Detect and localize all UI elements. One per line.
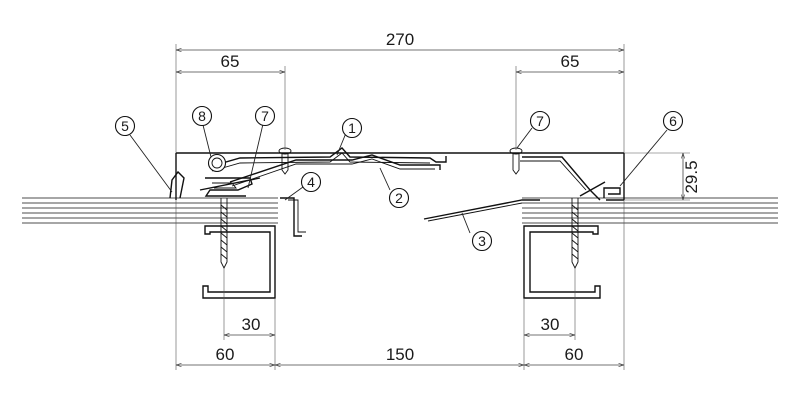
cover-plate-part-1 — [211, 147, 447, 172]
right-edge-clip — [603, 187, 624, 201]
left-anchor-bolt — [220, 198, 228, 270]
svg-text:5: 5 — [121, 118, 129, 134]
right-anchor-bolt — [571, 198, 579, 270]
svg-text:7: 7 — [261, 108, 269, 124]
callout-5: 5 — [114, 115, 136, 137]
callout-6: 6 — [662, 110, 684, 132]
callout-4: 4 — [300, 171, 322, 193]
right-bracket-offset-label: 30 — [541, 315, 560, 334]
svg-text:8: 8 — [198, 108, 206, 124]
right-support-label: 60 — [565, 345, 584, 364]
right-cover-width-label: 65 — [561, 52, 580, 71]
svg-text:2: 2 — [395, 190, 403, 206]
right-slide-plate — [520, 156, 606, 201]
callout-8: 8 — [191, 105, 213, 127]
callout-2: 2 — [388, 187, 410, 209]
left-floor-slab — [22, 197, 278, 224]
left-edge-clip — [169, 170, 185, 199]
left-bracket-offset-label: 30 — [242, 315, 261, 334]
extension-lines — [175, 44, 690, 370]
callout-1: 1 — [341, 117, 363, 139]
cover-frame — [175, 152, 625, 200]
cover-plate-part-2 — [229, 154, 441, 187]
left-cover-width-label: 65 — [221, 52, 240, 71]
left-screw-7 — [278, 147, 292, 175]
sliding-plate-part-3 — [423, 199, 540, 222]
right-channel-support — [523, 225, 601, 299]
callout-leaders — [129, 123, 668, 234]
svg-text:4: 4 — [307, 174, 315, 190]
svg-text:1: 1 — [348, 120, 356, 136]
left-support-label: 60 — [216, 345, 235, 364]
svg-text:6: 6 — [669, 113, 677, 129]
svg-text:7: 7 — [536, 113, 544, 129]
cover-height-label: 29.5 — [682, 160, 701, 193]
overall-width-label: 270 — [386, 30, 414, 49]
callout-3: 3 — [471, 230, 493, 252]
callout-7-left: 7 — [254, 105, 276, 127]
left-channel-support — [202, 225, 276, 299]
svg-text:3: 3 — [478, 233, 486, 249]
callout-7-right: 7 — [529, 110, 551, 132]
right-floor-slab — [522, 197, 778, 224]
left-angle-part-4 — [280, 197, 306, 237]
gap-width-label: 150 — [386, 345, 414, 364]
